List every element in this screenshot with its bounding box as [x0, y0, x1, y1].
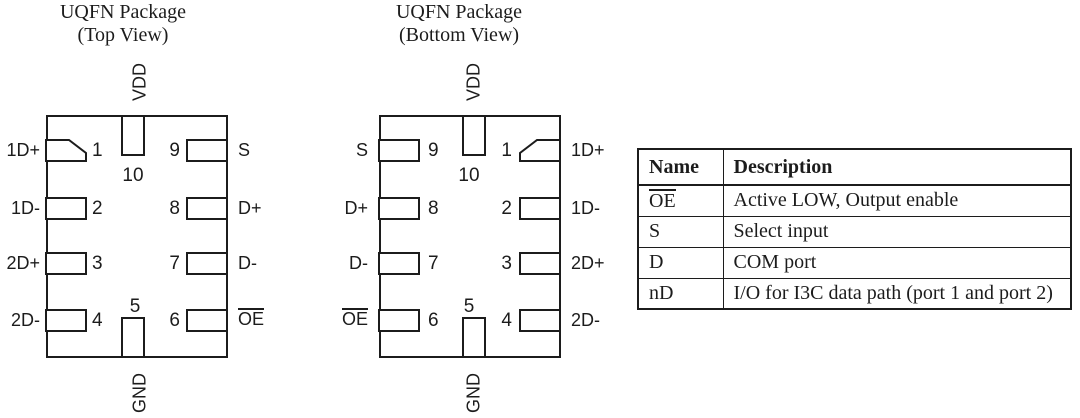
- name-column-header: Name: [637, 148, 724, 186]
- name-cell: OE: [637, 184, 724, 217]
- bottom-view-pin10-pad: [462, 115, 486, 156]
- pin-number: 9: [169, 140, 180, 161]
- pin-label: 1D+: [571, 140, 605, 160]
- top-view-pin10-pad: [121, 115, 145, 156]
- description-cell: Active LOW, Output enable: [722, 184, 1072, 217]
- top-view-title-line1: UQFN Package: [59, 1, 187, 23]
- description-cell: COM port: [722, 246, 1072, 279]
- pin-label: D+: [344, 198, 368, 218]
- pin-number: 4: [501, 310, 512, 331]
- pin-number: 7: [428, 253, 439, 274]
- table-header-row: Name Description: [637, 148, 1072, 186]
- pin-label: S: [355, 140, 368, 160]
- pin-number: 4: [92, 310, 103, 331]
- pin-number: 6: [428, 310, 439, 331]
- pin-label: OE: [268, 308, 368, 331]
- description-column-header: Description: [722, 148, 1072, 186]
- pin-description-table: Name Description OE Active LOW, Output e…: [637, 148, 1072, 310]
- bottom-view-pin5-number: 5: [463, 296, 475, 317]
- pin-label: OE: [238, 308, 298, 331]
- table-row: OE Active LOW, Output enable: [637, 184, 1072, 217]
- pin-number: 8: [169, 198, 180, 219]
- bottom-view-title: UQFN Package (Bottom View): [369, 1, 549, 47]
- pin-number: 7: [169, 253, 180, 274]
- description-cell: Select input: [722, 215, 1072, 248]
- pin-label: D-: [238, 253, 257, 273]
- top-view-pin10-number: 10: [122, 165, 144, 186]
- bottom-view-pin9-pad: [378, 139, 420, 162]
- top-view-gnd-label: GND: [129, 373, 150, 413]
- top-view-title: UQFN Package (Top View): [33, 1, 213, 47]
- pin-label: S: [238, 140, 251, 160]
- description-cell: I/O for I3C data path (port 1 and port 2…: [722, 277, 1072, 310]
- pin-number: 2: [92, 198, 103, 219]
- top-view-pin8-pad: [186, 197, 228, 220]
- pin-number: 3: [501, 253, 512, 274]
- pin-number: 1: [92, 140, 103, 161]
- oe-overline-label: OE: [341, 308, 368, 329]
- name-cell: D: [637, 246, 724, 279]
- bottom-view-pin2-pad: [519, 197, 561, 220]
- pin-number: 1: [501, 140, 512, 161]
- pin-label: 2D-: [571, 310, 601, 330]
- top-view-pin6-pad: [186, 309, 228, 332]
- bottom-view-pin1-pad-chamfered: [519, 139, 561, 162]
- bottom-view-vdd-label: VDD: [463, 62, 484, 102]
- bottom-view-gnd-label: GND: [463, 373, 484, 413]
- pin-label: D+: [238, 198, 262, 218]
- bottom-view-pin3-pad: [519, 252, 561, 275]
- pin-number: 9: [428, 140, 439, 161]
- pin-number: 8: [428, 198, 439, 219]
- bottom-view-pin6-pad: [378, 309, 420, 332]
- top-view-pin7-pad: [186, 252, 228, 275]
- pin-number: 6: [169, 310, 180, 331]
- top-view-pin2-pad: [45, 197, 87, 220]
- pin-label: 1D-: [571, 198, 601, 218]
- bottom-view-pin7-pad: [378, 252, 420, 275]
- table-row: S Select input: [637, 215, 1072, 248]
- bottom-view-pin4-pad: [519, 309, 561, 332]
- top-view-pin5-pad: [121, 317, 145, 358]
- pin-label: 1D-: [10, 198, 40, 218]
- top-view-pin9-pad: [186, 139, 228, 162]
- name-cell: nD: [637, 277, 724, 310]
- pin-label: 2D-: [10, 310, 40, 330]
- oe-overline-label: OE: [238, 308, 265, 329]
- top-view-title-line2: (Top View): [77, 24, 169, 46]
- pin-label: 2D+: [571, 253, 605, 273]
- top-view-pin3-pad: [45, 252, 87, 275]
- bottom-view-title-line1: UQFN Package: [395, 1, 523, 23]
- top-view-pin1-pad-chamfered: [45, 139, 87, 162]
- table-row: nD I/O for I3C data path (port 1 and por…: [637, 277, 1072, 310]
- oe-overline-label: OE: [649, 188, 676, 212]
- pin-number: 3: [92, 253, 103, 274]
- bottom-view-pin5-pad: [462, 317, 486, 358]
- bottom-view-pin10-number: 10: [458, 165, 480, 186]
- top-view-pin5-number: 5: [129, 296, 141, 317]
- name-cell: S: [637, 215, 724, 248]
- bottom-view-title-line2: (Bottom View): [398, 24, 520, 46]
- bottom-view-pin8-pad: [378, 197, 420, 220]
- pin-number: 2: [501, 198, 512, 219]
- top-view-vdd-label: VDD: [129, 62, 150, 102]
- table-row: D COM port: [637, 246, 1072, 279]
- top-view-pin4-pad: [45, 309, 87, 332]
- pin-label: 2D+: [6, 253, 40, 273]
- pin-label: D-: [349, 253, 368, 273]
- pin-label: 1D+: [6, 140, 40, 160]
